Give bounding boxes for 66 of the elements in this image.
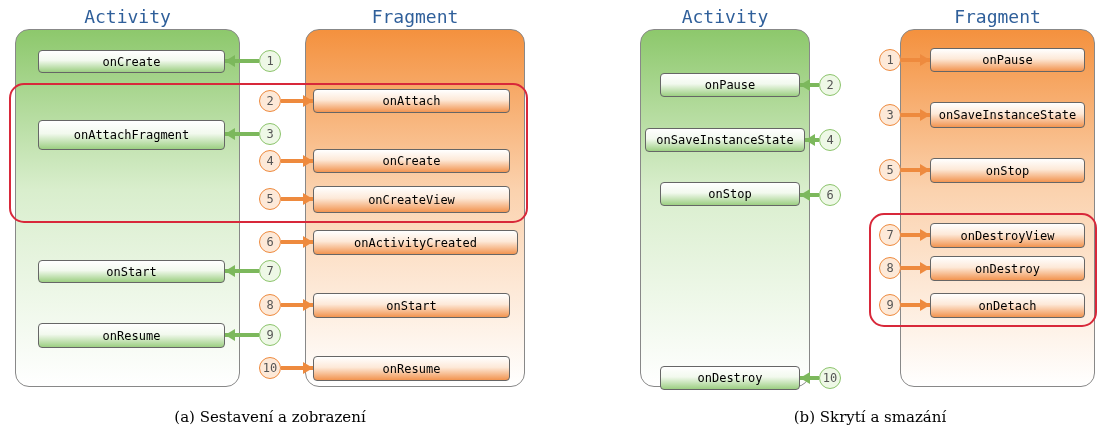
arrow — [800, 189, 819, 201]
step-number: 7 — [879, 224, 901, 246]
caption: (b) Skrytí a smazání — [793, 408, 947, 426]
method-box: onDestroy — [930, 256, 1085, 281]
step-number: 1 — [259, 50, 281, 72]
arrow — [901, 229, 930, 241]
step-number: 8 — [879, 257, 901, 279]
method-box: onSaveInstanceState — [930, 102, 1085, 128]
arrow — [901, 54, 930, 66]
arrow — [805, 134, 819, 146]
method-box: onDestroy — [660, 366, 800, 390]
column-heading: Activity — [83, 5, 172, 29]
column-heading: Fragment — [370, 5, 460, 29]
arrow — [225, 265, 259, 277]
method-box: onDestroyView — [930, 223, 1085, 248]
method-box: onCreate — [38, 50, 225, 73]
method-box: onStop — [660, 182, 800, 206]
arrow — [901, 299, 930, 311]
method-box: onCreate — [313, 149, 510, 173]
arrow — [800, 79, 819, 91]
method-box: onActivityCreated — [313, 230, 518, 255]
method-box: onResume — [38, 323, 225, 348]
step-number: 10 — [819, 367, 841, 389]
method-box: onResume — [313, 356, 510, 381]
arrow — [901, 109, 930, 121]
method-box: onSaveInstanceState — [645, 128, 805, 152]
step-number: 3 — [879, 104, 901, 126]
arrow — [281, 299, 313, 311]
column-heading: Activity — [680, 5, 770, 29]
step-number: 7 — [259, 260, 281, 282]
method-box: onDetach — [930, 293, 1085, 318]
step-number: 4 — [819, 129, 841, 151]
arrow — [901, 262, 930, 274]
step-number: 4 — [259, 150, 281, 172]
step-number: 5 — [259, 188, 281, 210]
step-number: 10 — [259, 357, 281, 379]
arrow — [225, 329, 259, 341]
method-box: onCreateView — [313, 186, 510, 213]
method-box: onStop — [930, 158, 1085, 183]
arrow — [281, 236, 313, 248]
method-box: onAttach — [313, 89, 510, 113]
method-box: onStart — [38, 260, 225, 283]
step-number: 6 — [259, 231, 281, 253]
step-number: 9 — [879, 294, 901, 316]
step-number: 2 — [819, 74, 841, 96]
arrow — [281, 362, 313, 374]
arrow — [225, 128, 259, 140]
caption: (a) Sestavení a zobrazení — [174, 408, 366, 426]
step-number: 8 — [259, 294, 281, 316]
step-number: 2 — [259, 90, 281, 112]
arrow — [281, 155, 313, 167]
method-box: onPause — [660, 73, 800, 97]
method-box: onPause — [930, 48, 1085, 72]
arrow — [800, 372, 819, 384]
step-number: 9 — [259, 324, 281, 346]
step-number: 3 — [259, 123, 281, 145]
column-heading: Fragment — [953, 5, 1042, 29]
arrow — [901, 164, 930, 176]
step-number: 5 — [879, 159, 901, 181]
method-box: onStart — [313, 293, 510, 318]
arrow — [281, 95, 313, 107]
arrow — [225, 55, 259, 67]
step-number: 1 — [879, 49, 901, 71]
step-number: 6 — [819, 184, 841, 206]
method-box: onAttachFragment — [38, 120, 225, 150]
arrow — [281, 193, 313, 205]
